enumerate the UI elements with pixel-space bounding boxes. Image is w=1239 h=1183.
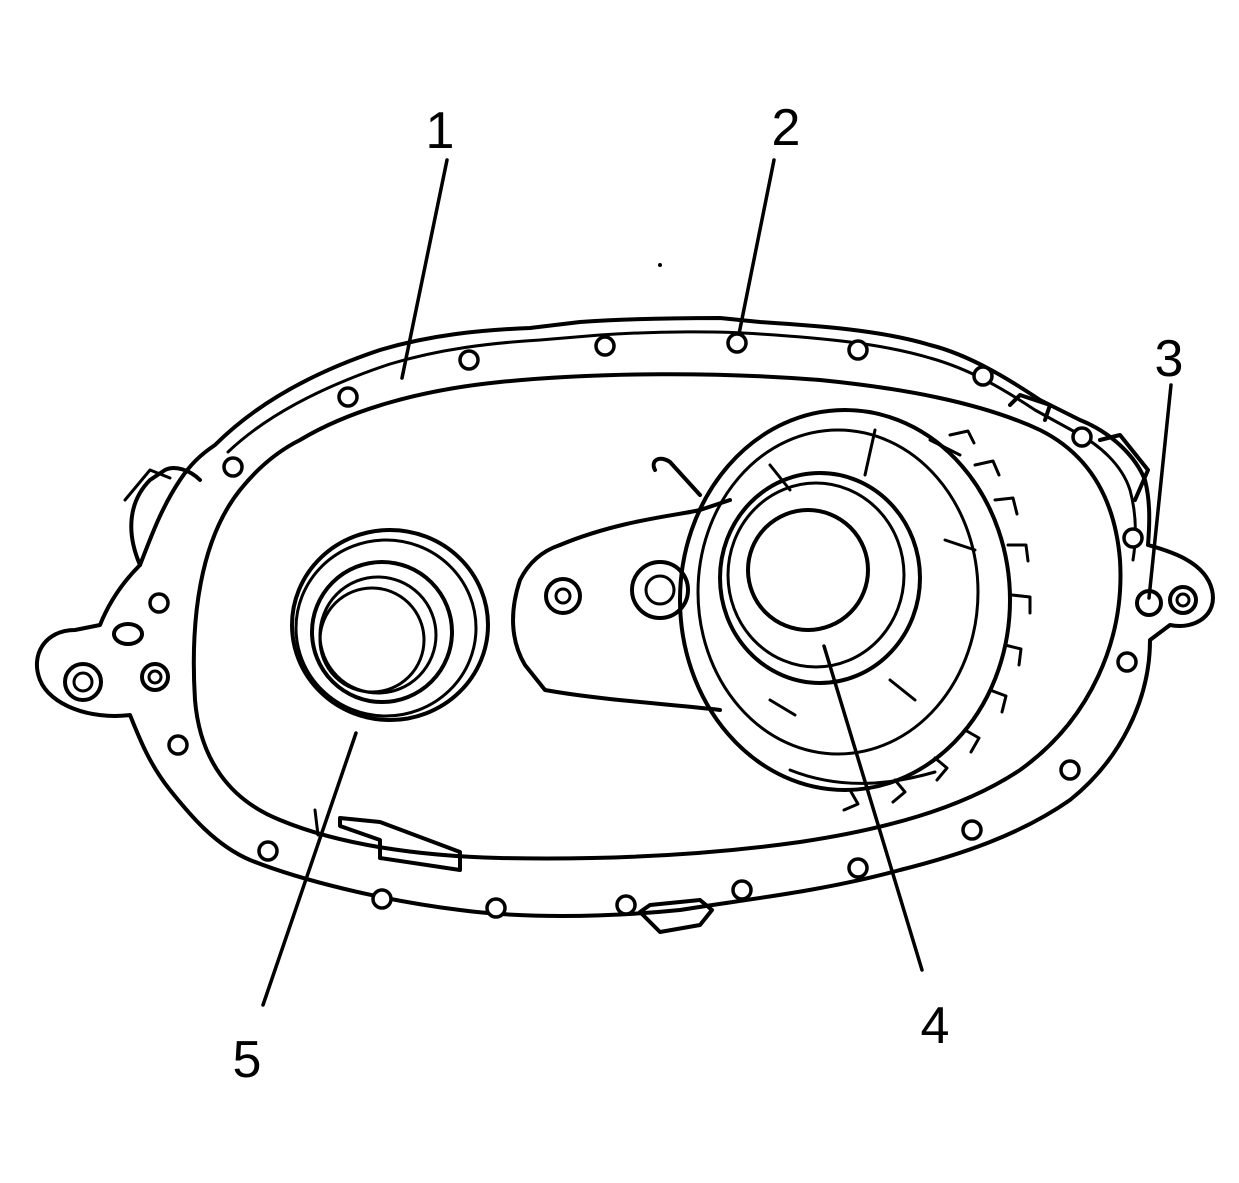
- leader-line-1: [400, 158, 449, 380]
- callout-4: 4: [921, 997, 950, 1055]
- callout-labels: 1 2 3 4 5: [233, 99, 1184, 1089]
- bolt-hole: [148, 592, 170, 614]
- leader-line-5: [261, 731, 358, 1007]
- bolt-hole: [1122, 527, 1144, 549]
- callout-3: 3: [1155, 330, 1184, 388]
- bolt-hole: [961, 819, 983, 841]
- bolt-hole: [222, 456, 244, 478]
- bolt-hole: [972, 365, 994, 387]
- leader-line-2: [737, 158, 776, 336]
- bolt-hole: [594, 335, 616, 357]
- bolt-hole: [458, 349, 480, 371]
- leader-lines: [261, 158, 1173, 1007]
- bolt-hole: [1116, 651, 1138, 673]
- housing-outer-flange: [34, 316, 1215, 934]
- left-bore-seal: [290, 528, 490, 722]
- callout-2: 2: [772, 99, 801, 157]
- lower-lug: [313, 808, 462, 872]
- bolt-hole: [847, 339, 869, 361]
- bolt-hole: [1059, 759, 1081, 781]
- bolt-hole: [615, 894, 637, 916]
- bolt-hole: [257, 840, 279, 862]
- right-bore-bearing: [678, 408, 1032, 812]
- bolt-hole: [726, 332, 748, 354]
- callout-5: 5: [233, 1031, 262, 1089]
- dowel-pin: [1135, 585, 1198, 617]
- bolt-hole: [337, 386, 359, 408]
- bolt-hole: [167, 734, 189, 756]
- bolt-hole: [371, 888, 393, 910]
- bolt-hole: [847, 857, 869, 879]
- bolt-holes: [148, 332, 1144, 919]
- bolt-hole: [1071, 426, 1093, 448]
- bolt-hole: [485, 897, 507, 919]
- leader-line-4: [822, 644, 924, 972]
- callout-1: 1: [426, 102, 455, 160]
- pump-boss: [511, 263, 732, 712]
- leader-line-3: [1147, 383, 1173, 600]
- sealing-surface: [191, 372, 1123, 861]
- bolt-hole: [731, 879, 753, 901]
- left-ear-holes: [63, 622, 170, 702]
